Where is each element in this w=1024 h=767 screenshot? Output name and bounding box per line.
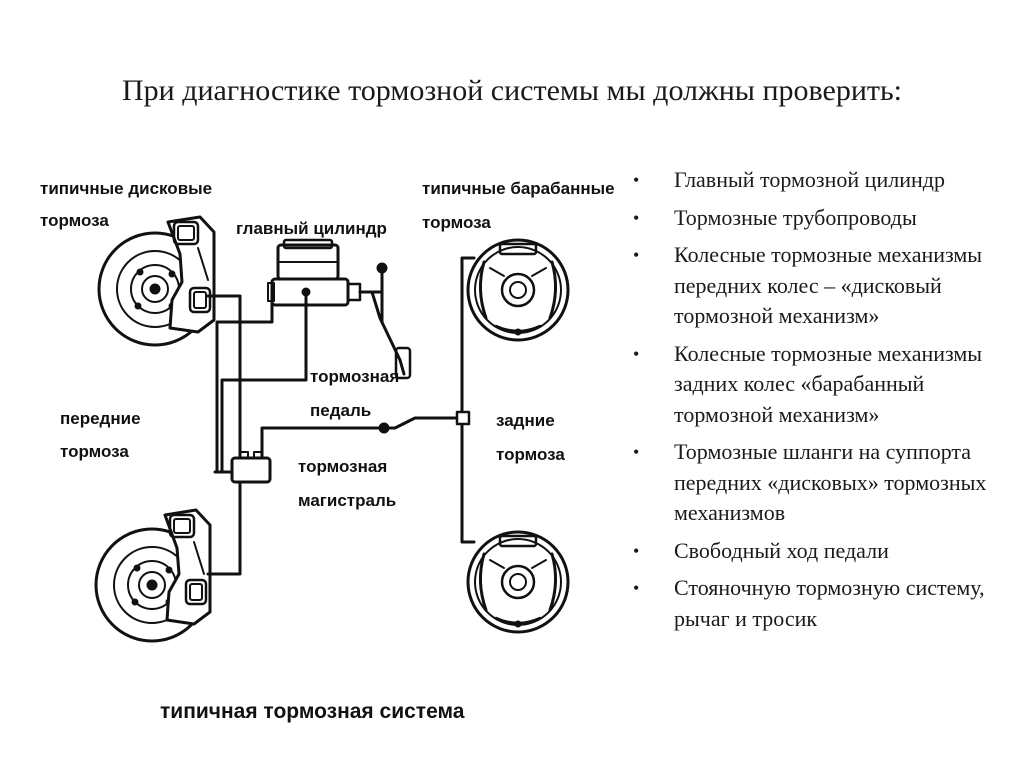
- bullet-icon: •: [633, 578, 640, 598]
- list-item: • Свободный ход педали: [633, 536, 1013, 567]
- list-item-text: Колесные тормозные механизмы задних коле…: [674, 340, 983, 427]
- list-item: • Тормозные трубопроводы: [633, 203, 1013, 234]
- brake-system-illustration: типичные дисковые тормоза главный цилинд…: [40, 179, 615, 723]
- label-drum-brakes-1: типичные барабанные: [422, 179, 615, 198]
- list-item: • Колесные тормозные механизмы передних к…: [633, 240, 1013, 332]
- label-front-brakes-2: тормоза: [60, 442, 129, 461]
- label-brake-pedal-2: педаль: [310, 401, 371, 420]
- label-disc-brakes-2: тормоза: [40, 211, 109, 230]
- front-left-disc-brake: [97, 215, 216, 347]
- checklist: • Главный тормозной цилиндр • Тормозные тр…: [633, 165, 1013, 641]
- list-item-text: Стояночную тормозную систему, рычаг и тр…: [674, 575, 985, 631]
- label-disc-brakes-1: типичные дисковые: [40, 179, 212, 198]
- brake-pedal: [358, 262, 412, 380]
- label-brake-line-1: тормозная: [298, 457, 387, 476]
- list-item-text: Тормозные трубопроводы: [674, 204, 917, 230]
- bullet-icon: •: [633, 442, 640, 462]
- label-front-brakes-1: передние: [60, 409, 141, 428]
- rear-left-drum-brake: [466, 238, 570, 342]
- label-rear-brakes-2: тормоза: [496, 445, 565, 464]
- label-rear-brakes-1: задние: [496, 411, 555, 430]
- front-right-disc-brake: [94, 508, 212, 643]
- brake-system-diagram: типичные дисковые тормоза главный цилинд…: [0, 150, 620, 750]
- master-cylinder: [267, 238, 362, 307]
- label-brake-pedal-1: тормозная: [310, 367, 399, 386]
- list-item: • Колесные тормозные механизмы задних кол…: [633, 339, 1013, 431]
- list-item: • Тормозные шланги на суппорта передних «…: [633, 437, 1013, 529]
- proportioning-valve: [230, 410, 471, 484]
- rear-right-drum-brake: [466, 530, 570, 634]
- list-item-text: Свободный ход педали: [674, 537, 889, 563]
- label-master-cylinder: главный цилиндр: [236, 219, 387, 238]
- bullet-icon: •: [633, 540, 640, 561]
- label-drum-brakes-2: тормоза: [422, 213, 491, 232]
- list-item-text: Тормозные шланги на суппорта передних «д…: [674, 439, 987, 525]
- bullet-icon: •: [633, 170, 640, 190]
- list-item: • Стояночную тормозную систему, рычаг и т…: [633, 573, 1013, 634]
- slide-title: При диагностике тормозной системы мы дол…: [122, 74, 902, 107]
- label-brake-line-2: магистраль: [298, 491, 396, 510]
- list-item: • Главный тормозной цилиндр: [633, 165, 1013, 196]
- bullet-icon: •: [633, 245, 640, 265]
- list-item-text: Главный тормозной цилиндр: [674, 167, 945, 192]
- bullet-icon: •: [633, 207, 640, 228]
- list-item-text: Колесные тормозные механизмы передних ко…: [674, 242, 983, 328]
- bullet-icon: •: [633, 343, 640, 364]
- diagram-caption: типичная тормозная система: [160, 700, 465, 723]
